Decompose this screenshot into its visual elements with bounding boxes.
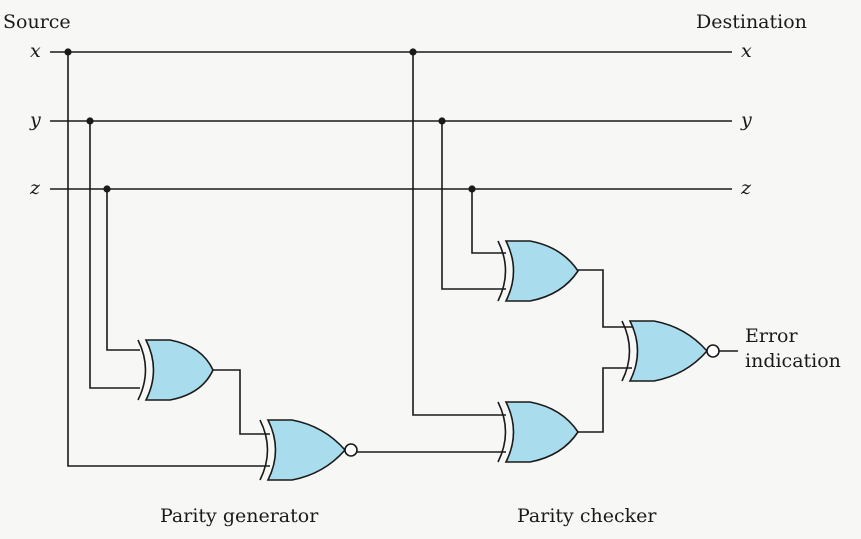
destination-x-label: x xyxy=(741,40,752,62)
junction-dot xyxy=(64,48,72,56)
xor-top-output-wire xyxy=(578,269,632,328)
x-to-checker-wire xyxy=(412,52,506,416)
xor-gate-checker-top xyxy=(497,240,579,302)
error-label-line2: indication xyxy=(745,350,841,372)
y-to-checker-wire xyxy=(441,121,506,290)
junction-dot xyxy=(438,117,446,125)
parity-generator-label: Parity generator xyxy=(160,505,319,527)
xor-gate-checker-bottom xyxy=(497,401,579,463)
x-to-generator-wire xyxy=(67,52,270,467)
junction-dot xyxy=(103,185,111,193)
xor-gate-generator xyxy=(137,339,214,401)
error-label-line1: Error xyxy=(745,325,798,347)
destination-y-label: y xyxy=(741,109,752,131)
y-to-generator-wire xyxy=(89,121,140,389)
z-to-generator-wire xyxy=(106,189,140,351)
source-y-label: y xyxy=(30,109,41,131)
destination-z-label: z xyxy=(741,177,752,199)
junction-dot xyxy=(409,48,417,56)
xnor-gate-checker-output xyxy=(621,320,720,382)
junction-dot xyxy=(468,185,476,193)
source-z-label: z xyxy=(30,177,41,199)
xor-bottom-output-wire xyxy=(578,367,632,433)
parity-checker-label: Parity checker xyxy=(517,505,657,527)
source-label: Source xyxy=(3,11,71,33)
xnor-gate-generator xyxy=(259,419,358,481)
z-to-checker-wire xyxy=(471,189,506,254)
destination-label: Destination xyxy=(696,11,807,33)
source-x-label: x xyxy=(30,40,41,62)
junction-dot xyxy=(86,117,94,125)
xor1-output-wire xyxy=(213,369,270,435)
